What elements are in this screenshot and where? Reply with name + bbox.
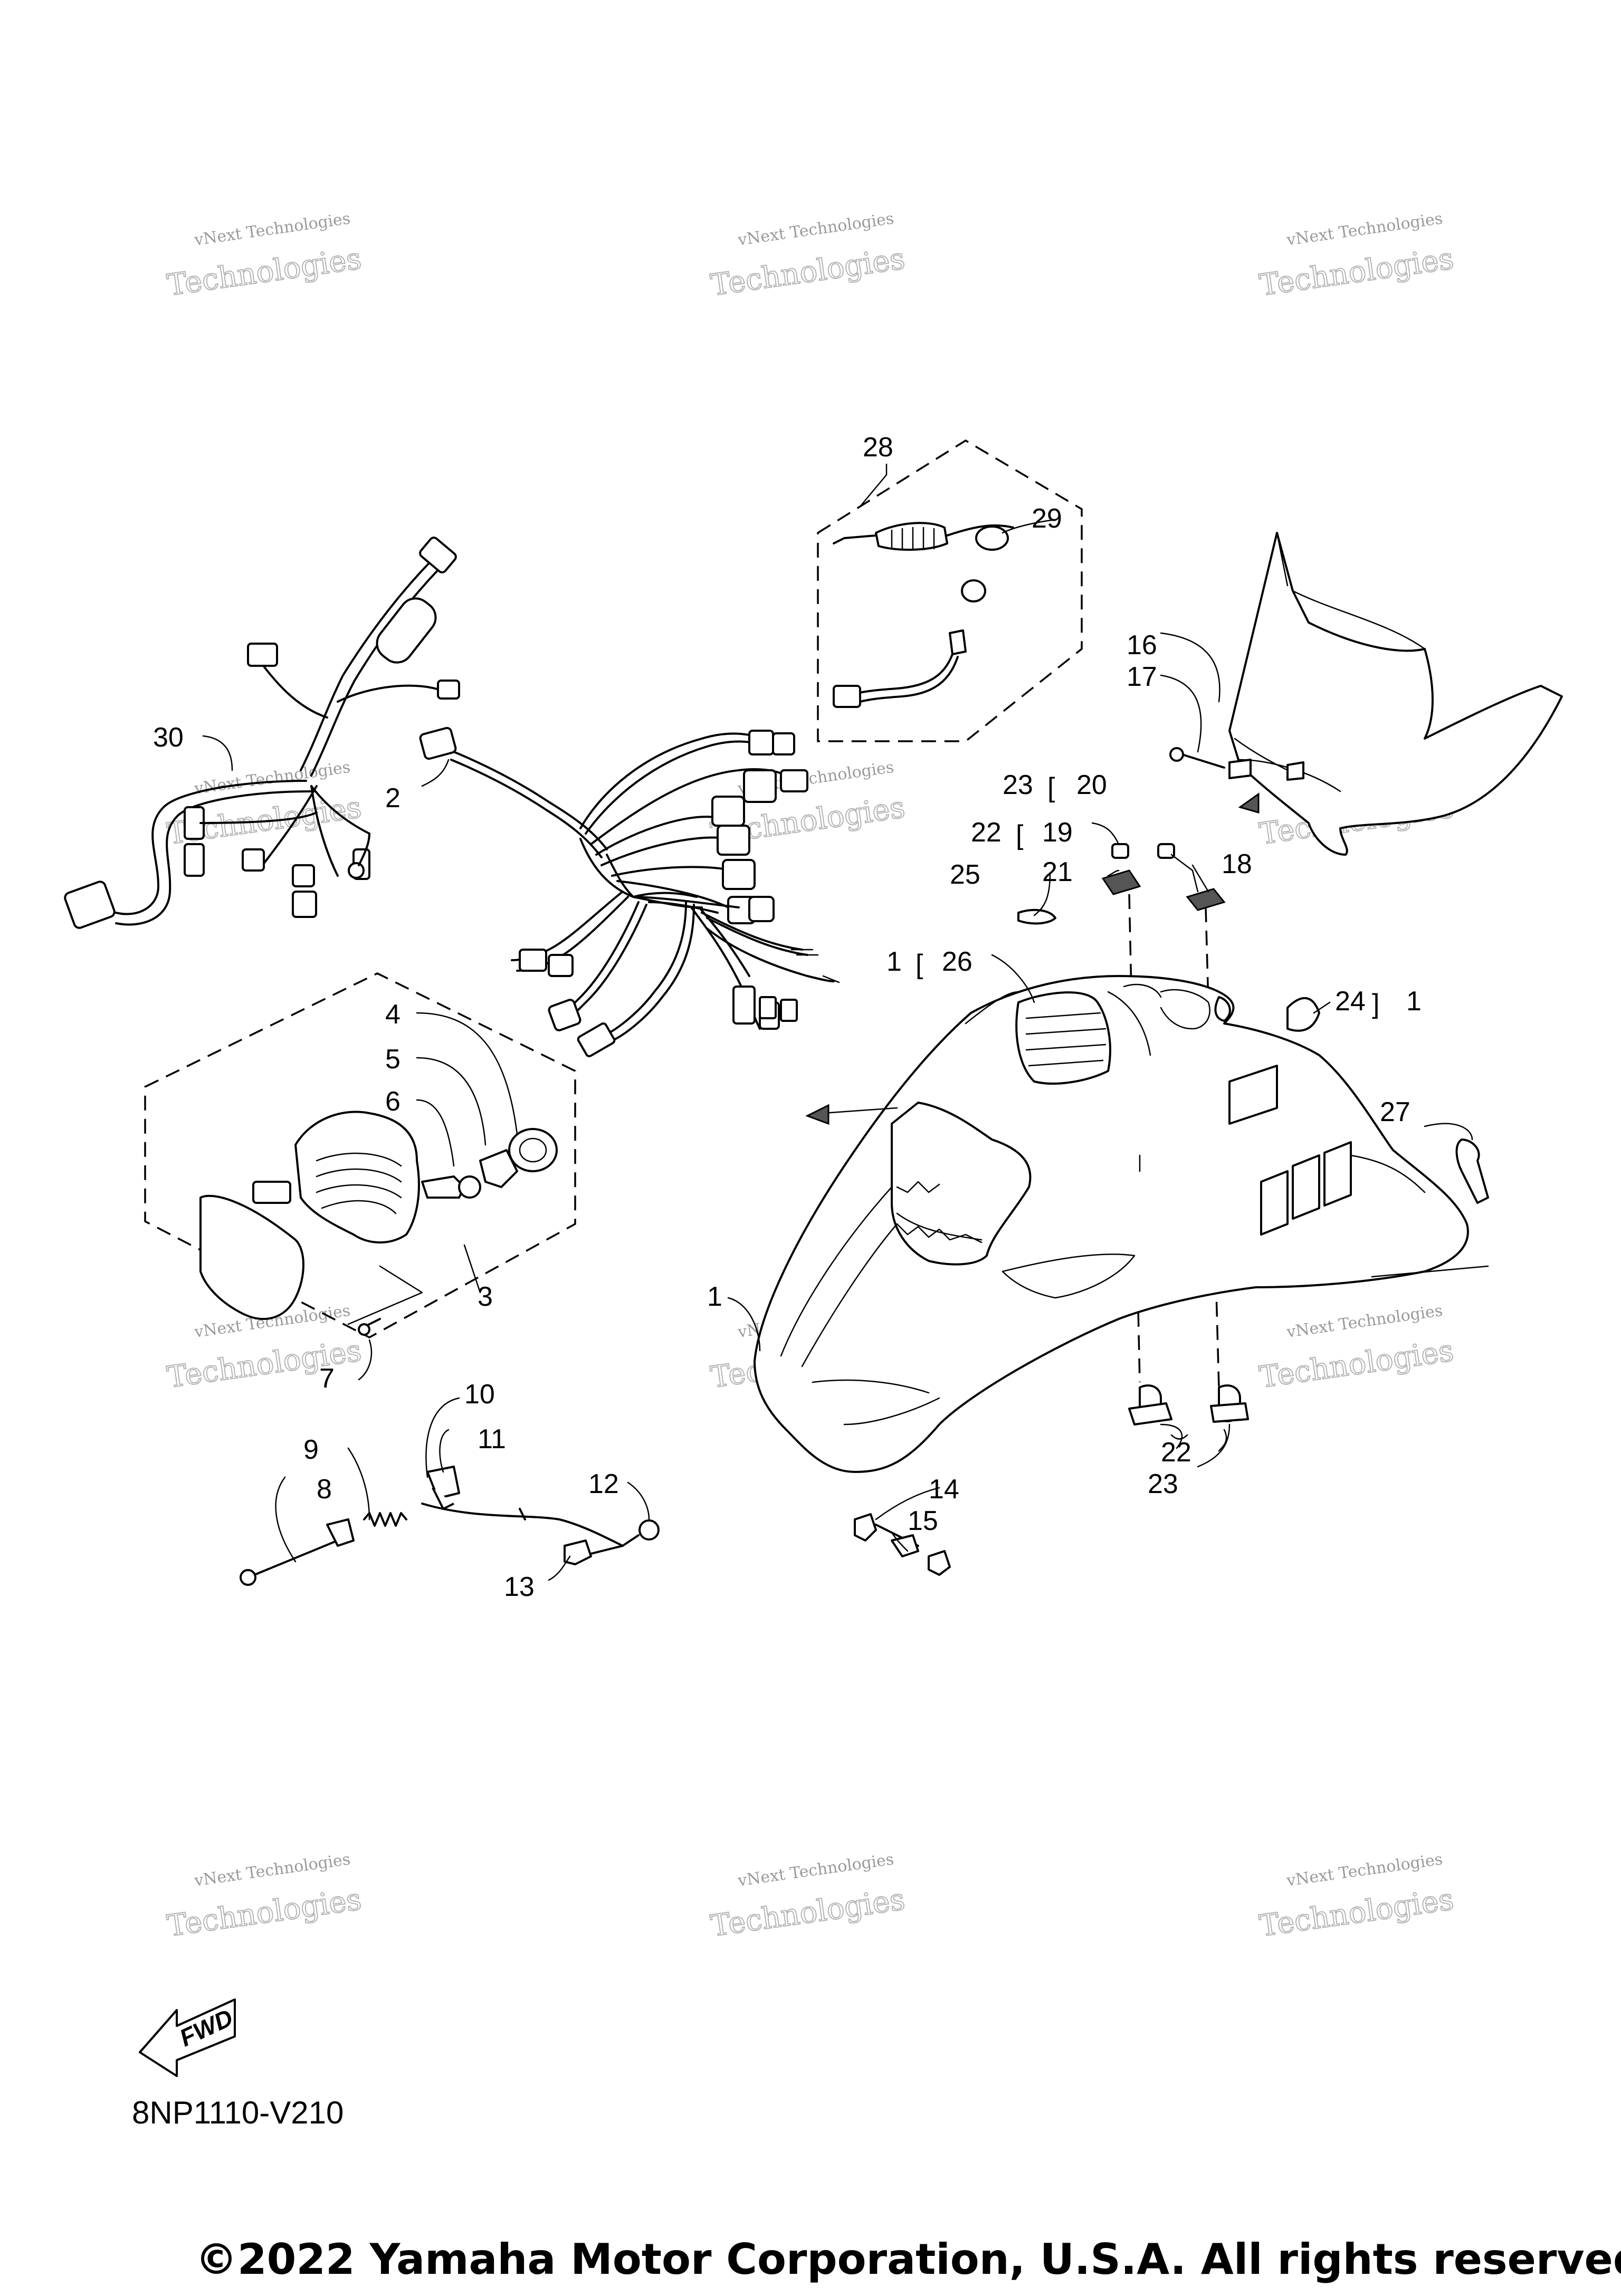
callout-3: 3 xyxy=(478,1281,493,1312)
parts-18-23-mount-hardware xyxy=(1017,843,1249,1452)
callout-7: 7 xyxy=(319,1363,335,1394)
watermark-text: vNext Technologies xyxy=(193,1850,351,1890)
watermark-top-left: vNext Technologies Technologies xyxy=(165,209,364,303)
callout-12: 12 xyxy=(588,1469,619,1499)
part-16-windshield xyxy=(1169,532,1563,856)
callout-27: 27 xyxy=(1380,1097,1410,1127)
callout-16: 16 xyxy=(1127,630,1157,661)
callout-25: 25 xyxy=(950,859,980,890)
watermark-bottom-right: vNext Technologies Technologies xyxy=(1257,1850,1456,1944)
callout-15: 15 xyxy=(908,1506,938,1536)
parts-8-13-cable-set xyxy=(240,1466,660,1586)
watermark-text: vNext Technologies xyxy=(1285,1850,1444,1890)
callout-23a: 23 xyxy=(1003,770,1033,800)
part-3-headlight-assembly xyxy=(144,972,576,1338)
callout-19: 19 xyxy=(1042,817,1073,848)
callout-6: 6 xyxy=(385,1086,401,1117)
callout-21: 21 xyxy=(1042,857,1073,887)
bracket-1-26: [ xyxy=(916,949,923,980)
callout-1a: 1 xyxy=(886,946,902,977)
part-1-hood xyxy=(754,975,1489,1473)
watermark-text: vNext Technologies xyxy=(1285,209,1444,250)
part-2-wire-harness xyxy=(419,726,840,1057)
diagram-code: 8NP1110-V210 xyxy=(132,2095,344,2130)
callout-14: 14 xyxy=(929,1474,959,1505)
callout-22b: 22 xyxy=(1161,1437,1191,1468)
callout-1b: 1 xyxy=(1406,986,1422,1017)
callout-18: 18 xyxy=(1222,849,1252,879)
callout-2: 2 xyxy=(385,783,401,814)
watermark-text: Technologies xyxy=(1257,1882,1456,1944)
callout-30: 30 xyxy=(153,722,184,753)
watermark-text: Technologies xyxy=(1257,1334,1456,1395)
bracket-23-20: [ xyxy=(1047,772,1055,803)
callout-20: 20 xyxy=(1076,770,1107,800)
bracket-22-19: [ xyxy=(1016,820,1024,850)
callout-24: 24 xyxy=(1335,986,1366,1017)
watermark-text: vNext Technologies xyxy=(1285,1302,1444,1342)
callout-28: 28 xyxy=(863,432,893,463)
watermark-text: Technologies xyxy=(1257,242,1456,303)
callout-29: 29 xyxy=(1032,503,1062,534)
watermark-text: Technologies xyxy=(709,1882,907,1944)
leader-lines xyxy=(202,463,1473,1581)
callout-13: 13 xyxy=(504,1572,535,1602)
watermark-text: vNext Technologies xyxy=(736,1850,895,1890)
watermark-text: vNext Technologies xyxy=(736,209,895,250)
callout-1c: 1 xyxy=(707,1281,722,1312)
watermark-text: Technologies xyxy=(165,1882,364,1944)
callout-22a: 22 xyxy=(971,817,1002,848)
watermark-bottom-left: vNext Technologies Technologies xyxy=(165,1850,364,1944)
watermark-text: Technologies xyxy=(165,242,364,303)
callout-4: 4 xyxy=(385,999,401,1030)
watermark-text: Technologies xyxy=(709,242,907,303)
callout-10: 10 xyxy=(464,1379,495,1410)
part-7-screw xyxy=(358,1318,381,1336)
fwd-arrow-icon: FWD xyxy=(139,1998,237,2077)
watermark-top-right: vNext Technologies Technologies xyxy=(1257,209,1456,303)
watermark-text: vNext Technologies xyxy=(193,209,351,250)
callout-labels: 30 2 4 5 6 3 7 10 11 9 8 12 13 14 15 28 … xyxy=(153,432,1422,1602)
watermark-lower-right: vNext Technologies Technologies xyxy=(1257,1302,1456,1395)
copyright-notice: ©2022 Yamaha Motor Corporation, U.S.A. A… xyxy=(195,2235,1621,2284)
bracket-24-1: ] xyxy=(1372,989,1379,1019)
callout-26: 26 xyxy=(942,946,972,977)
callout-8: 8 xyxy=(317,1474,332,1505)
callout-11: 11 xyxy=(478,1424,506,1455)
watermark-top-center: vNext Technologies Technologies xyxy=(708,209,908,303)
callout-17: 17 xyxy=(1127,662,1157,692)
part-30-sub-harness xyxy=(64,537,460,929)
callout-5: 5 xyxy=(385,1044,401,1075)
part-28-light-assembly xyxy=(817,439,1083,742)
watermark-bottom-center: vNext Technologies Technologies xyxy=(708,1850,908,1944)
callout-9: 9 xyxy=(303,1434,319,1465)
callout-23b: 23 xyxy=(1148,1469,1178,1499)
